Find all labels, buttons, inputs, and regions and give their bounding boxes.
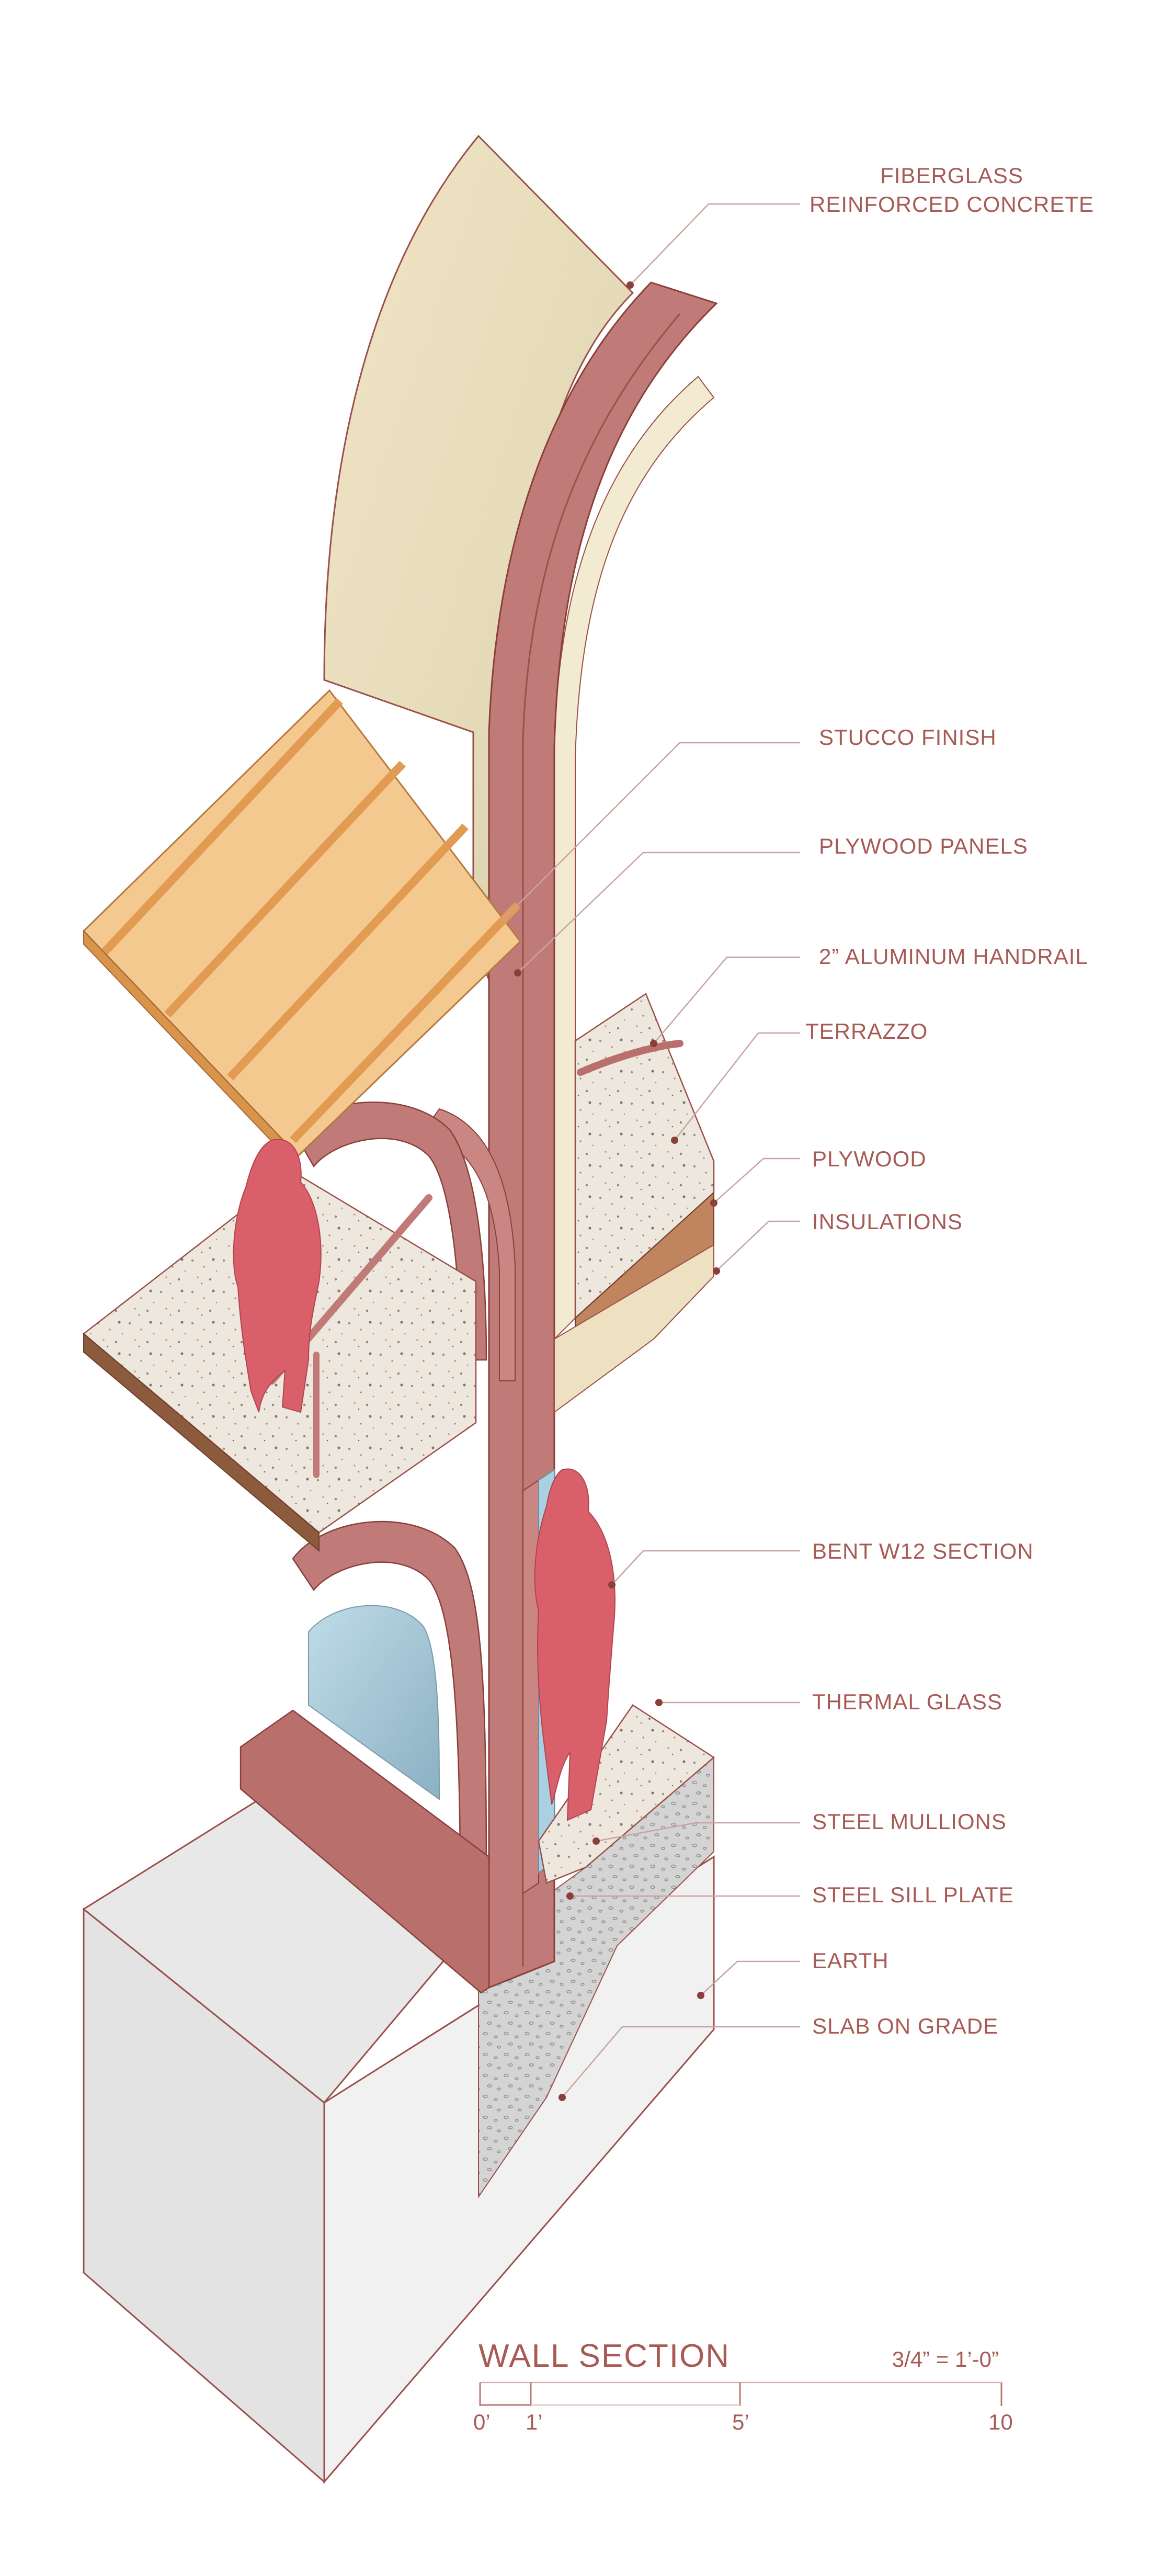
label-bent-w12: BENT W12 SECTION bbox=[812, 1539, 1034, 1563]
lower-slab-top bbox=[538, 1704, 715, 1884]
canopy-rib-2 bbox=[164, 761, 406, 1018]
figure-lower bbox=[534, 1468, 616, 1821]
upper-slab-edge bbox=[83, 1332, 320, 1552]
human-figures bbox=[233, 1139, 616, 1821]
label-fiberglass-1: FIBERGLASS bbox=[880, 163, 1023, 188]
earth-block bbox=[82, 1756, 715, 2484]
canopy-rib-3 bbox=[227, 823, 469, 1081]
label-insulations: INSULATIONS bbox=[812, 1209, 963, 1234]
scale-bar bbox=[479, 2381, 1002, 2406]
scale-tick-5: 5’ bbox=[732, 2410, 749, 2434]
leader-dot-fiberglass bbox=[626, 281, 634, 289]
steel-mullion bbox=[522, 1479, 539, 1894]
figure-upper bbox=[233, 1139, 322, 1413]
scale-tick-1: 1’ bbox=[526, 2410, 543, 2434]
label-steel-mullions: STEEL MULLIONS bbox=[812, 1809, 1007, 1834]
upper-right-slab-top bbox=[574, 993, 715, 1320]
label-stucco: STUCCO FINISH bbox=[819, 725, 997, 750]
leader-lines bbox=[502, 203, 800, 2101]
label-terrazzo: TERRAZZO bbox=[805, 1019, 928, 1043]
label-plywood-panels: PLYWOOD PANELS bbox=[819, 834, 1028, 858]
label-thermal-glass: THERMAL GLASS bbox=[812, 1689, 1002, 1714]
canopy-rib-4 bbox=[290, 902, 521, 1143]
drawing-title: WALL SECTION bbox=[478, 2338, 730, 2374]
label-fiberglass-2: REINFORCED CONCRETE bbox=[810, 192, 1094, 217]
label-slab: SLAB ON GRADE bbox=[812, 2014, 998, 2038]
upper-right-slab-insulation bbox=[554, 1244, 714, 1413]
title-block: WALL SECTION 3/4” = 1’-0” 0’ 1’ 5’ 10 bbox=[473, 2338, 1013, 2434]
scale-tick-10: 10 bbox=[988, 2410, 1013, 2434]
canopy-top bbox=[82, 689, 522, 1158]
steel-arch-left-upper bbox=[292, 1102, 487, 1361]
shell-outer-face bbox=[323, 134, 634, 1057]
callout-labels: FIBERGLASS REINFORCED CONCRETE STUCCO FI… bbox=[805, 163, 1094, 2038]
steel-base-plate bbox=[240, 1709, 490, 1994]
label-steel-sill: STEEL SILL PLATE bbox=[812, 1882, 1014, 1907]
steel-flange-line bbox=[522, 313, 681, 1967]
scale-note: 3/4” = 1’-0” bbox=[892, 2347, 999, 2371]
scale-tick-0: 0’ bbox=[473, 2410, 491, 2434]
label-earth: EARTH bbox=[812, 1948, 889, 1973]
glass-pane-left bbox=[308, 1605, 440, 1800]
canopy-rib-1 bbox=[101, 698, 343, 955]
label-handrail: 2” ALUMINUM HANDRAIL bbox=[819, 944, 1088, 969]
plywood-canopy bbox=[82, 689, 522, 1171]
handrail-upper bbox=[577, 1040, 683, 1076]
label-plywood: PLYWOOD bbox=[812, 1147, 927, 1171]
